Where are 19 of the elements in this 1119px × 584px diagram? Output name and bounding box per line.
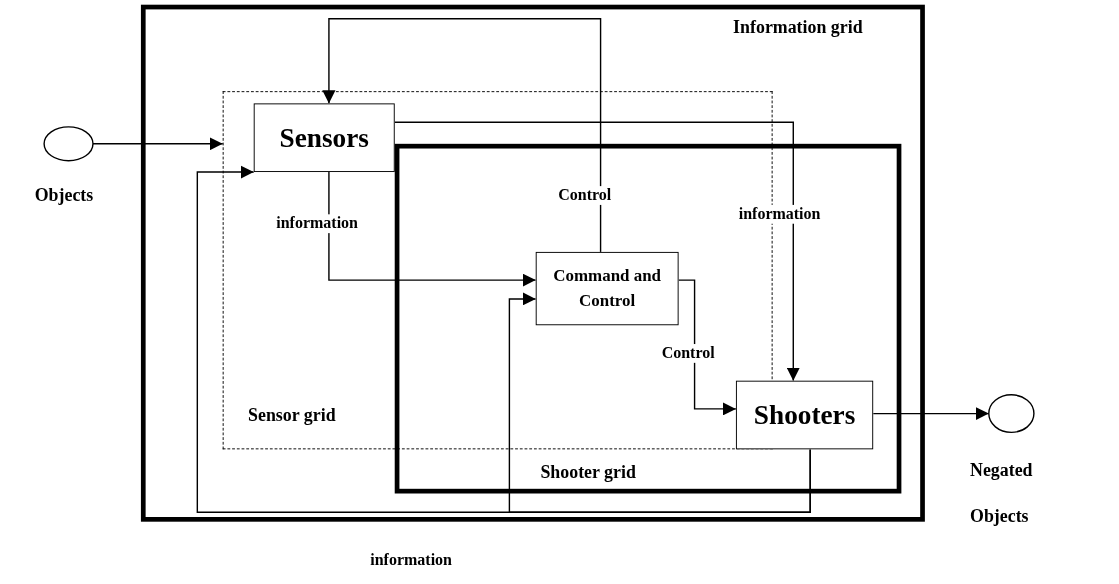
grid-title: Information grid [733,16,863,38]
arrow [328,171,537,287]
edge-label: information [736,204,823,224]
grid-title: Sensor grid [248,405,336,426]
node-label: Negated Objects [970,458,1034,528]
arrow [394,121,800,382]
edge-label: information [274,214,360,234]
arrow [872,407,990,421]
arrow [92,137,224,151]
process-box: Shooters [735,380,874,450]
arrow [322,18,602,253]
edge-label: Control [556,186,614,205]
node-label: Objects [34,185,95,207]
arrow [508,292,811,513]
process-box: Sensors [253,103,395,172]
grid-title: Shooter grid [540,461,636,483]
edge-label: Control [659,344,717,363]
arrow [677,279,737,416]
process-box: Command and Control [535,251,679,326]
